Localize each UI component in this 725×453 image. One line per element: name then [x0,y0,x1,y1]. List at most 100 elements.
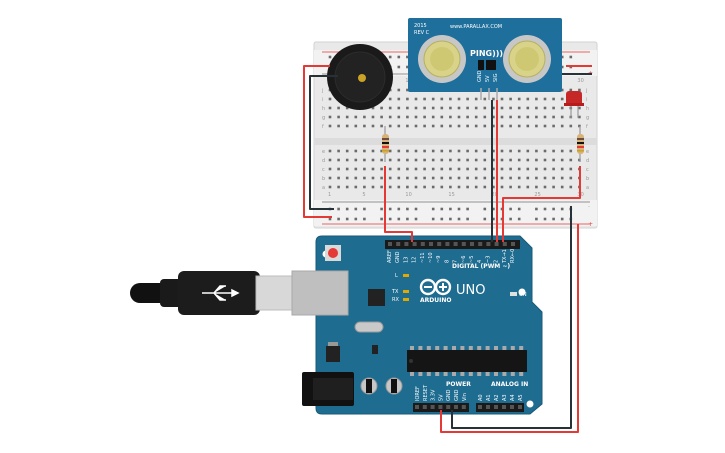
breadboard-rail-hole [380,207,383,211]
breadboard-hole [492,97,495,101]
breadboard-hole [466,176,469,180]
breadboard-hole [509,106,512,110]
digital-label: DIGITAL (PWM ~) [452,263,510,270]
breadboard-hole [423,106,426,110]
header-pin[interactable] [446,405,451,409]
chip-pin [494,346,498,350]
breadboard-hole [569,185,573,189]
uno-text: UNO [456,283,485,298]
breadboard-hole [354,185,358,189]
breadboard-hole [500,176,504,180]
power-pin-label: Vin [462,393,468,401]
header-pin[interactable] [454,405,458,409]
header-pin[interactable] [510,405,514,409]
header-pin[interactable] [388,242,392,246]
header-pin[interactable] [470,242,474,246]
led-rx-indicator [403,298,409,301]
digital-pin-label: ~3 [485,256,491,263]
breadboard-hole [440,185,444,189]
breadboard-hole [457,124,461,128]
header-pin[interactable] [438,405,443,409]
usb-icon [202,285,240,301]
header-pin[interactable] [486,242,491,246]
analog-pin-label: A1 [486,394,492,401]
header-pin[interactable] [420,242,425,246]
breadboard-hole [509,97,512,101]
analog-header [476,403,524,412]
breadboard-hole [466,167,469,171]
breadboard-hole [388,124,392,128]
header-pin[interactable] [461,405,466,409]
breadboard-hole [431,149,435,153]
breadboard-hole [380,106,383,110]
header-pin[interactable] [437,242,442,246]
breadboard-hole [406,97,409,101]
chip-pin [485,346,490,350]
header-pin[interactable] [502,242,507,246]
header-pin[interactable] [511,242,515,246]
digital-pin-label: 4 [477,260,483,263]
column-number: 15 [448,192,454,198]
chip-pin [410,346,414,350]
row-letter: b [586,176,589,182]
chip-pin [452,372,456,376]
header-pin[interactable] [429,242,433,246]
row-letter: a [586,185,589,191]
chip-pin [510,346,515,350]
breadboard-hole [500,124,504,128]
header-pin[interactable] [430,405,435,409]
row-letter: f [586,124,588,130]
breadboard-hole [449,185,452,189]
header-pin[interactable] [396,242,401,246]
breadboard-hole [449,115,452,119]
breadboard-hole [388,185,392,189]
resistor-left-band-4 [382,150,389,152]
breadboard-hole [552,167,555,171]
chip-pin [502,372,507,376]
analog-pin-label: A3 [502,394,508,401]
header-pin[interactable] [412,242,417,246]
breadboard-hole [423,124,426,128]
sensor-rev: REV C [414,30,430,36]
breadboard-hole [406,106,409,110]
breadboard-hole [363,167,366,171]
breadboard-hole [509,185,512,189]
header-pin[interactable] [486,405,490,409]
header-pin[interactable] [494,405,498,409]
red-led [564,91,584,118]
breadboard-hole [543,176,547,180]
breadboard-hole [492,158,495,162]
header-pin[interactable] [502,405,506,409]
breadboard-hole [483,149,487,153]
header-pin[interactable] [461,242,466,246]
sensor-site: www.PARALLAX.COM [450,24,502,30]
row-letter: i [586,97,587,103]
digital-pin-label: ~10 [428,252,434,263]
header-pin[interactable] [415,405,419,409]
usb-cable [130,270,349,316]
reset-button[interactable] [328,248,338,258]
breadboard-hole [363,158,366,162]
breadboard-hole [526,106,530,110]
header-pin[interactable] [518,405,522,409]
header-pin[interactable] [445,242,450,246]
breadboard-hole [388,97,392,101]
header-pin[interactable] [453,242,458,246]
header-pin[interactable] [494,242,499,246]
sensor-pin-sig: SIG [493,73,499,82]
breadboard-rail-hole [449,217,452,221]
breadboard-hole [414,176,418,180]
row-letter: d [586,158,589,164]
breadboard-hole [449,149,452,153]
breadboard-hole [552,124,555,128]
breadboard-hole [414,185,418,189]
breadboard-rail-hole [552,217,555,221]
header-pin[interactable] [422,405,427,409]
row-letter: c [586,167,589,173]
header-pin[interactable] [478,242,483,246]
breadboard-hole [474,97,478,101]
breadboard-hole [526,149,530,153]
header-pin[interactable] [404,242,409,246]
breadboard-rail-hole [388,217,392,221]
header-pin[interactable] [478,405,482,409]
